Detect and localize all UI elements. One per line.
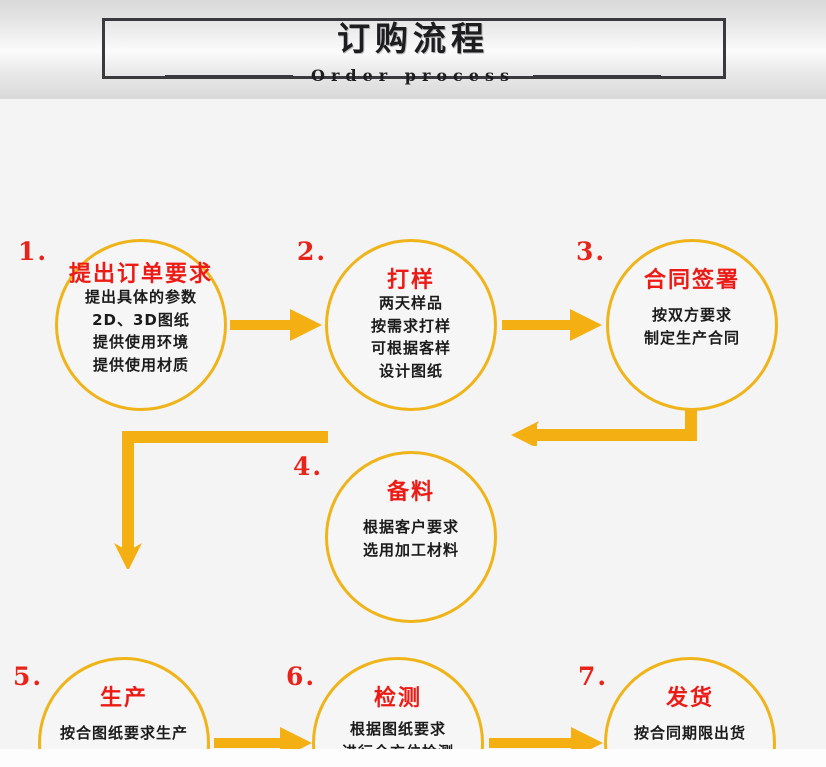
step-circle-3: 合同签署 按双方要求 制定生产合同 xyxy=(606,239,778,411)
step-number-7: 7. xyxy=(578,662,609,691)
step-title-5: 生产 xyxy=(99,686,148,711)
step-line: 根据图纸要求 xyxy=(349,720,446,738)
step-title-2: 打样 xyxy=(386,268,435,293)
step-title-3: 合同签署 xyxy=(643,268,740,293)
flow-diagram-area: 1. 2. 3. 4. 5. 6. 7. 提出订单要求 提出具体的参数 2D、3… xyxy=(0,99,826,767)
step-title-6: 检测 xyxy=(373,686,422,711)
step-lines-1: 提出具体的参数 2D、3D图纸 提供使用环境 提供使用材质 xyxy=(85,286,197,376)
step-title-4: 备料 xyxy=(386,480,435,505)
step-number-3: 3. xyxy=(576,237,607,266)
step-circle-4: 备料 根据客户要求 选用加工材料 xyxy=(325,451,497,623)
step-circle-2: 打样 两天样品 按需求打样 可根据客样 设计图纸 xyxy=(325,239,497,411)
step-title-1: 提出订单要求 xyxy=(68,262,213,287)
step-number-4: 4. xyxy=(293,452,324,481)
step-line: 提出具体的参数 xyxy=(84,288,197,306)
step-line: 制定生产合同 xyxy=(643,328,740,347)
step-line: 根据客户要求 xyxy=(362,518,459,536)
step-lines-4: 根据客户要求 选用加工材料 xyxy=(363,516,459,561)
step-lines-7: 按合同期限出货 xyxy=(634,722,746,745)
step-number-1: 1. xyxy=(18,237,49,266)
step-line: 按双方要求 xyxy=(651,306,732,324)
step-line: 提供使用材质 xyxy=(92,355,189,374)
step-line: 按合图纸要求生产 xyxy=(59,724,188,742)
step-circle-5: 生产 按合图纸要求生产 xyxy=(38,657,210,767)
step-line: 2D、3D图纸 xyxy=(92,310,190,329)
step-title-7: 发货 xyxy=(665,686,714,711)
step-line: 设计图纸 xyxy=(378,361,443,380)
header-band: 订购流程 Order process xyxy=(0,0,826,99)
step-lines-5: 按合图纸要求生产 xyxy=(60,722,188,745)
step-line: 按需求打样 xyxy=(370,316,451,335)
step-number-6: 6. xyxy=(286,662,317,691)
step-number-2: 2. xyxy=(297,237,328,266)
step-line: 提供使用环境 xyxy=(92,333,189,351)
step-line: 可根据客样 xyxy=(370,339,451,357)
arrow-step4-to-step5 xyxy=(100,419,330,569)
step-line: 两天样品 xyxy=(378,294,443,312)
arrow-step2-to-step3 xyxy=(500,305,604,345)
page-title: 订购流程 xyxy=(337,19,489,58)
subtitle-rule-right xyxy=(532,74,661,77)
step-number-5: 5. xyxy=(13,662,44,691)
arrow-step1-to-step2 xyxy=(228,305,324,345)
page-subtitle: Order process xyxy=(311,66,515,85)
header-subtitle-row: Order process xyxy=(0,66,826,85)
step-circle-1: 提出订单要求 提出具体的参数 2D、3D图纸 提供使用环境 提供使用材质 xyxy=(55,239,227,411)
bottom-strip xyxy=(0,749,826,767)
step-line: 选用加工材料 xyxy=(362,540,459,559)
step-circle-7: 发货 按合同期限出货 xyxy=(604,657,776,767)
step-line: 按合同期限出货 xyxy=(633,724,746,742)
subtitle-rule-left xyxy=(165,74,294,77)
step-lines-3: 按双方要求 制定生产合同 xyxy=(644,304,740,349)
header-frame-border xyxy=(102,18,726,79)
step-lines-2: 两天样品 按需求打样 可根据客样 设计图纸 xyxy=(371,292,451,382)
